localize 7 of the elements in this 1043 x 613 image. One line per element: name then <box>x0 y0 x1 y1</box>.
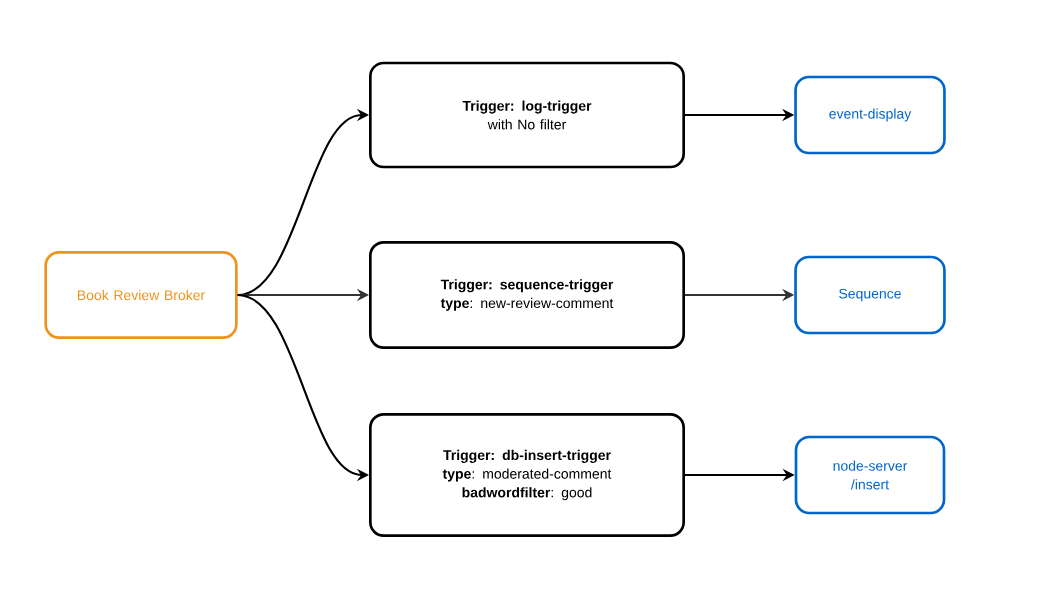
trigger-box: Trigger: sequence-trigger type: new-review-comment <box>369 241 685 349</box>
trigger-box: Trigger: log-trigger with No filter <box>369 61 685 169</box>
source-box: Book Review Broker <box>44 251 238 339</box>
target-box: node-server /insert <box>794 435 946 515</box>
trigger-box: Trigger: db-insert-trigger type: moderated-comment badwordfilter: good <box>369 413 685 537</box>
target-box: event-display <box>794 75 946 155</box>
target-box: Sequence <box>794 255 946 335</box>
